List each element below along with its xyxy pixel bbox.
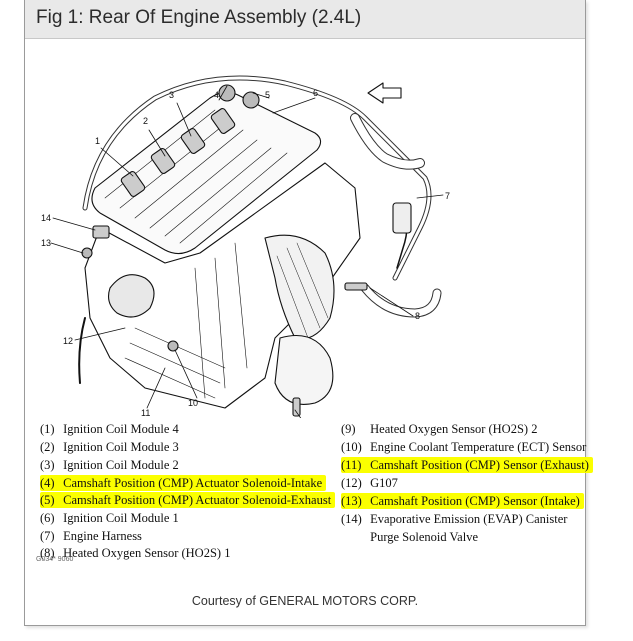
callout-12: 12: [63, 336, 73, 346]
callout-1: 1: [95, 136, 100, 146]
legend-item-highlighted: (5) Camshaft Position (CMP) Actuator Sol…: [40, 492, 336, 508]
figure-frame: Fig 1: Rear Of Engine Assembly (2.4L): [24, 0, 593, 626]
callout-6: 6: [313, 88, 318, 98]
legend-num: (10): [341, 440, 362, 454]
ho2s-1: [344, 282, 368, 291]
legend-item: (10) Engine Coolant Temperature (ECT) Se…: [341, 439, 586, 455]
direction-arrow-icon: [367, 82, 402, 104]
legend-item: (9) Heated Oxygen Sensor (HO2S) 2: [341, 421, 537, 437]
legend-text: Heated Oxygen Sensor (HO2S) 1: [63, 546, 231, 560]
legend-num: (8): [40, 546, 55, 560]
figure-code: G034* 9060: [36, 556, 74, 563]
legend-text: Ignition Coil Module 2: [63, 458, 179, 472]
legend-text: G107: [370, 476, 398, 490]
legend-right: (9) Heated Oxygen Sensor (HO2S) 2 (10) E…: [341, 421, 593, 551]
figure-titlebar: Fig 1: Rear Of Engine Assembly (2.4L): [25, 0, 585, 39]
cmp-sensor-intake: [81, 247, 93, 259]
ignition-coil-4: [120, 171, 146, 197]
legend-text: Camshaft Position (CMP) Sensor (Intake): [370, 494, 580, 508]
legend-text: Engine Harness: [63, 529, 142, 543]
legend-num: (1): [40, 422, 55, 436]
legend-text: Evaporative Emission (EVAP) Canister: [370, 512, 568, 526]
legend-left: (1) Ignition Coil Module 4 (2) Ignition …: [40, 421, 340, 560]
callout-11: 11: [141, 408, 150, 418]
legend-num: (3): [40, 458, 55, 472]
legend-num: (4): [40, 476, 55, 490]
ho2s-2: [292, 397, 301, 417]
cmp-sensor-exhaust: [167, 340, 179, 352]
legend-text: Camshaft Position (CMP) Actuator Solenoi…: [63, 476, 323, 490]
exhaust-manifold: [264, 234, 335, 340]
legend-text: Purge Solenoid Valve: [370, 530, 478, 544]
evap-purge-valve: [92, 225, 110, 239]
courtesy-line: Courtesy of GENERAL MOTORS CORP.: [191, 594, 419, 608]
legend-text: Engine Coolant Temperature (ECT) Sensor: [370, 440, 587, 454]
legend-item-highlighted: (4) Camshaft Position (CMP) Actuator Sol…: [40, 475, 327, 491]
legend-num: (14): [341, 512, 362, 526]
legend-num: (11): [341, 458, 362, 472]
callout-4: 4: [214, 90, 219, 100]
engine-diagram: 1 2 3 4 5 6 7 8 9 10 11 12 13 14: [41, 75, 450, 418]
legend-item: (3) Ignition Coil Module 2: [40, 457, 179, 473]
callout-14: 14: [41, 213, 51, 223]
legend-text: Ignition Coil Module 3: [63, 440, 179, 454]
callout-8: 8: [415, 311, 420, 321]
legend-text: Ignition Coil Module 4: [63, 422, 179, 436]
legend-item: (2) Ignition Coil Module 3: [40, 439, 179, 455]
legend-item: (8) Heated Oxygen Sensor (HO2S) 1: [40, 545, 230, 561]
callout-13: 13: [41, 238, 51, 248]
figure-title: Fig 1: Rear Of Engine Assembly (2.4L): [36, 7, 362, 28]
legend-num: (13): [341, 494, 362, 508]
legend-num: (2): [40, 440, 55, 454]
legend-text: Camshaft Position (CMP) Sensor (Exhaust): [370, 458, 589, 472]
catalytic-converter: [274, 334, 334, 405]
legend-text: Ignition Coil Module 1: [63, 511, 179, 525]
callout-7: 7: [445, 191, 450, 201]
legend-num: (5): [40, 493, 55, 507]
legend-num: (6): [40, 511, 55, 525]
ignition-coil-3: [150, 148, 176, 174]
callout-10: 10: [188, 398, 198, 408]
legend-item-highlighted: (11) Camshaft Position (CMP) Sensor (Exh…: [341, 457, 593, 473]
legend-num: (7): [40, 529, 55, 543]
legend-text: Camshaft Position (CMP) Actuator Solenoi…: [63, 493, 332, 507]
legend-item: (1) Ignition Coil Module 4: [40, 421, 179, 437]
legend-num: (9): [341, 422, 356, 436]
legend-item: (7) Engine Harness: [40, 528, 142, 544]
cmp-actuator-intake: [218, 84, 236, 102]
legend-item: (14) Evaporative Emission (EVAP) Caniste…: [341, 511, 567, 527]
engine-block: [84, 162, 361, 409]
callout-5: 5: [265, 90, 270, 100]
ignition-coil-2: [180, 128, 206, 154]
ignition-coil-1: [210, 108, 236, 134]
callout-2: 2: [143, 116, 148, 126]
legend-item-highlighted: (13) Camshaft Position (CMP) Sensor (Int…: [341, 493, 584, 509]
cmp-actuator-exhaust: [242, 91, 260, 109]
legend-item: (12) G107: [341, 475, 398, 491]
callout-3: 3: [169, 90, 174, 100]
legend-item: (6) Ignition Coil Module 1: [40, 510, 179, 526]
legend-text: Heated Oxygen Sensor (HO2S) 2: [370, 422, 538, 436]
legend-num: (12): [341, 476, 362, 490]
legend-item: Purge Solenoid Valve: [341, 529, 478, 545]
